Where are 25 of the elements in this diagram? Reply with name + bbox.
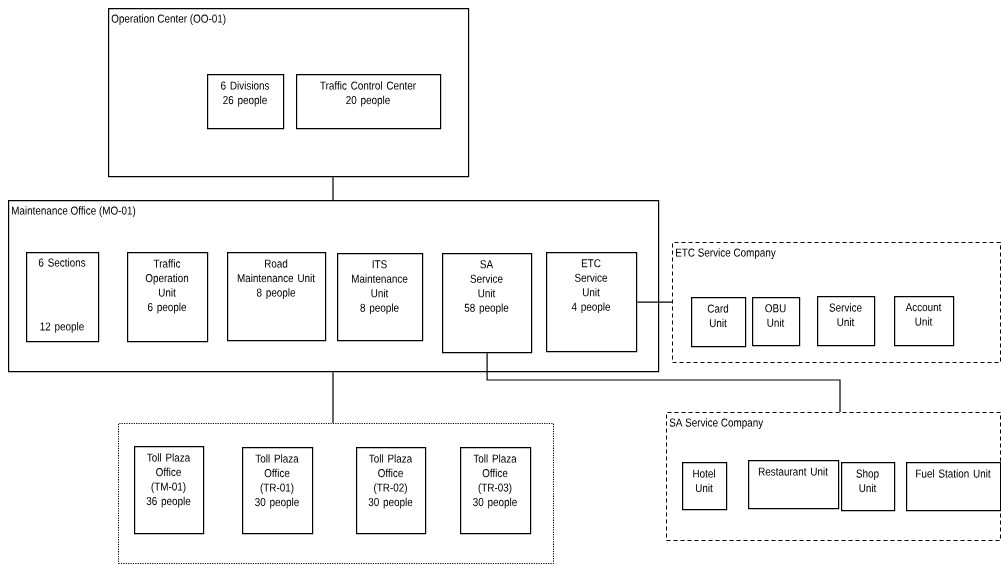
unit-box: Card Unit [691,297,747,348]
unit-box: Service Unit [817,296,876,347]
unit-box: 6 Sections 12 people [26,252,100,343]
connector-line [332,176,334,201]
group-box [118,423,554,564]
unit-box: Toll Plaza Office (TR-01) 30 people [242,447,314,535]
connector-line [636,301,673,303]
unit-box: 6 Divisions 26 people [207,74,285,130]
unit-box: SA Service Unit 58 people [442,253,533,354]
unit-box: Account Unit [894,296,955,347]
unit-box: Traffic Control Center 20 people [296,74,442,130]
unit-box: Road Maintenance Unit 8 people [227,252,327,342]
unit-box: Toll Plaza Office (TR-03) 30 people [460,447,532,535]
connector-line [485,352,841,413]
unit-box: Hotel Unit [682,462,728,511]
unit-box: Fuel Station Unit [906,462,1001,512]
unit-box: Toll Plaza Office (TR-02) 30 people [356,447,427,535]
unit-box: ETC Service Unit 4 people [546,252,638,353]
unit-box: Toll Plaza Office (TM-01) 36 people [134,446,205,535]
connector-line [332,371,334,424]
unit-box: Traffic Operation Unit 6 people [127,252,209,343]
unit-box: Shop Unit [841,462,896,512]
unit-box: Restaurant Unit [748,460,840,510]
unit-box: OBU Unit [752,297,801,347]
unit-box: ITS Maintenance Unit 8 people [337,253,424,342]
